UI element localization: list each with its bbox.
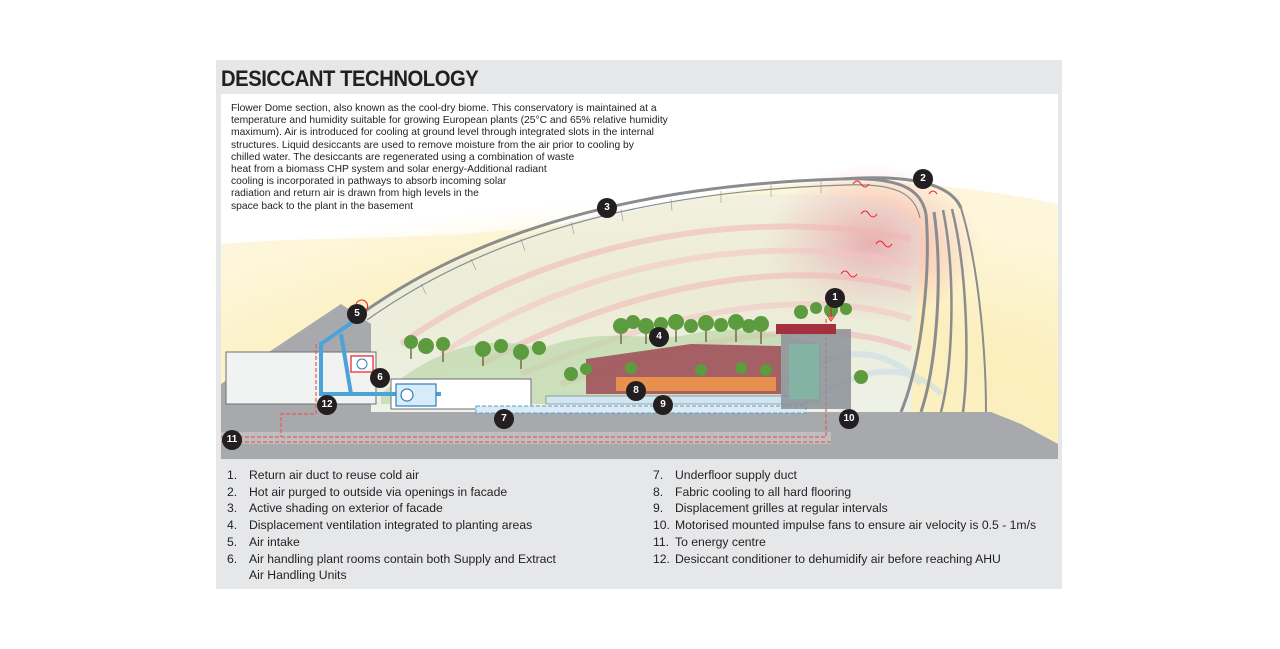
callout-2: 2 [913, 169, 933, 189]
callout-8: 8 [626, 381, 646, 401]
diagram-title: DESICCANT TECHNOLOGY [221, 66, 479, 91]
tower-roof-garden [776, 324, 836, 334]
underfloor-supply-duct [475, 405, 807, 414]
legend-item: 5.Air intake [227, 534, 300, 549]
callout-4: 4 [649, 327, 669, 347]
callout-9: 9 [653, 395, 673, 415]
callout-10: 10 [839, 409, 859, 429]
dome-ribs [420, 181, 822, 295]
callout-7: 7 [494, 409, 514, 429]
displacement-grilles [545, 395, 807, 405]
legend-item: 6.Air handling plant rooms contain both … [227, 551, 556, 583]
intro-line: temperature and humidity suitable for gr… [231, 115, 668, 127]
callout-6: 6 [370, 368, 390, 388]
legend-item: 9.Displacement grilles at regular interv… [653, 501, 888, 516]
trees [404, 302, 868, 384]
legend-item: 8.Fabric cooling to all hard flooring [653, 484, 852, 499]
legend-item: 12.Desiccant conditioner to dehumidify a… [653, 551, 1001, 566]
legend-item: 1.Return air duct to reuse cold air [227, 468, 420, 482]
legend-right: 7.Underfloor supply duct 8.Fabric coolin… [653, 467, 1058, 567]
basement-level [221, 432, 831, 444]
intro-line: structures. Liquid desiccants are used t… [231, 139, 634, 151]
legend-item: 7.Underfloor supply duct [653, 468, 797, 482]
ahu-fan [400, 388, 414, 402]
fabric-cooling-floor [616, 377, 776, 391]
intro-text: Flower Dome section, also known as the c… [231, 103, 731, 213]
intro-line: cooling is incorporated in pathways to a… [231, 176, 507, 188]
tree-trunks [410, 330, 762, 369]
legend-item: 10.Motorised mounted impulse fans to ens… [653, 518, 1037, 533]
callout-5: 5 [347, 304, 367, 324]
callout-1: 1 [825, 288, 845, 308]
legend-left: 1.Return air duct to reuse cold air 2.Ho… [227, 467, 627, 584]
intro-line: radiation and return air is drawn from h… [231, 188, 479, 200]
callout-3: 3 [597, 198, 617, 218]
dome-frame [360, 176, 987, 413]
callout-12: 12 [317, 395, 337, 415]
flower-dome-section-drawing [221, 154, 1058, 459]
tower-glazing [789, 344, 819, 399]
intro-line: Flower Dome section, also known as the c… [231, 103, 657, 114]
intro-line: heat from a biomass CHP system and solar… [231, 164, 547, 176]
legend-item: 2.Hot air purged to outside via openings… [227, 484, 508, 499]
intro-line: maximum). Air is introduced for cooling … [231, 127, 654, 139]
legend-item: 4.Displacement ventilation integrated to… [227, 518, 533, 533]
callout-11: 11 [222, 430, 242, 450]
section-illustration: Flower Dome section, also known as the c… [221, 94, 1058, 459]
intro-line: chilled water. The desiccants are regene… [231, 151, 575, 163]
conditioner-fan [356, 358, 368, 370]
legend-item: 3.Active shading on exterior of facade [227, 501, 443, 516]
diagram-panel: DESICCANT TECHNOLOGY [216, 60, 1062, 589]
legend-item: 11.To energy centre [653, 534, 766, 549]
intro-line: space back to the plant in the basement [231, 200, 414, 212]
